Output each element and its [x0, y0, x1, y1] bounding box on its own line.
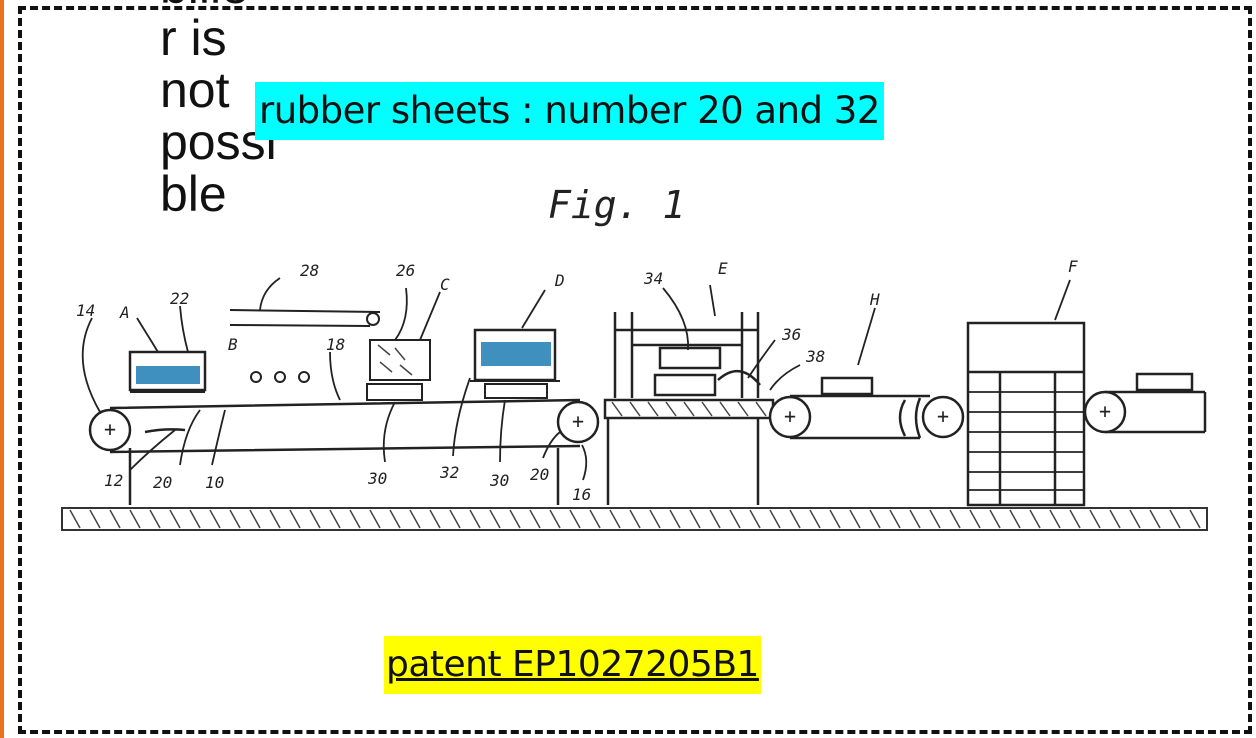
svg-text:+: + — [784, 404, 796, 428]
svg-text:+: + — [572, 409, 584, 433]
label-num-38: 38 — [805, 347, 825, 366]
rubber-sheets-label: rubber sheets : number 20 and 32 — [255, 82, 884, 140]
station-bc — [229, 309, 431, 401]
label-num-22: 22 — [170, 289, 189, 308]
label-num-12: 12 — [104, 471, 123, 490]
svg-text:+: + — [1099, 399, 1111, 423]
overlay-line-2: r is — [160, 10, 227, 66]
label-num-18: 18 — [326, 335, 345, 354]
left-orange-rule — [0, 0, 4, 738]
label-num-28: 28 — [300, 261, 319, 280]
label-num-16: 16 — [572, 485, 591, 504]
label-letter-e: E — [718, 259, 728, 278]
label-num-26: 26 — [396, 261, 415, 280]
label-num-10: 10 — [205, 473, 224, 492]
figure-title: Fig. 1 — [548, 183, 685, 227]
ground-hatch — [61, 507, 1208, 531]
station-a — [128, 350, 207, 393]
station-f — [966, 321, 1086, 507]
label-num-36: 36 — [781, 325, 801, 344]
overlay-line-5: ble — [160, 166, 227, 222]
label-letter-b: B — [228, 335, 238, 354]
label-num-30-right: 30 — [489, 471, 509, 490]
label-letter-c: C — [440, 275, 450, 294]
svg-text:+: + — [937, 404, 949, 428]
label-num-14: 14 — [76, 301, 95, 320]
station-d — [470, 328, 560, 399]
overlay-line-3: not — [160, 62, 230, 118]
overlay-line-1: bille — [160, 0, 310, 12]
dashed-frame — [18, 6, 1252, 734]
svg-text:+: + — [104, 417, 116, 441]
output-conveyor: + — [1083, 372, 1207, 434]
rubber-sheet-a — [136, 366, 200, 384]
label-num-32: 32 — [439, 463, 459, 482]
label-num-20-right: 20 — [530, 465, 549, 484]
patent-link[interactable]: patent EP1027205B1 — [384, 636, 761, 694]
label-num-34: 34 — [643, 269, 663, 288]
label-num-30-left: 30 — [367, 469, 387, 488]
label-letter-a: A — [119, 303, 130, 322]
label-letter-d: D — [554, 271, 565, 290]
main-conveyor: + + — [88, 398, 600, 505]
label-letter-f: F — [1068, 257, 1078, 276]
station-h: + + — [768, 376, 965, 440]
rubber-sheet-d — [481, 342, 551, 366]
overlay-text-block: bille r is not possi ble — [160, 0, 310, 220]
station-e — [603, 312, 775, 505]
leader-lines — [81, 277, 1071, 481]
label-num-20-left: 20 — [153, 473, 172, 492]
label-letter-h: H — [869, 290, 880, 309]
